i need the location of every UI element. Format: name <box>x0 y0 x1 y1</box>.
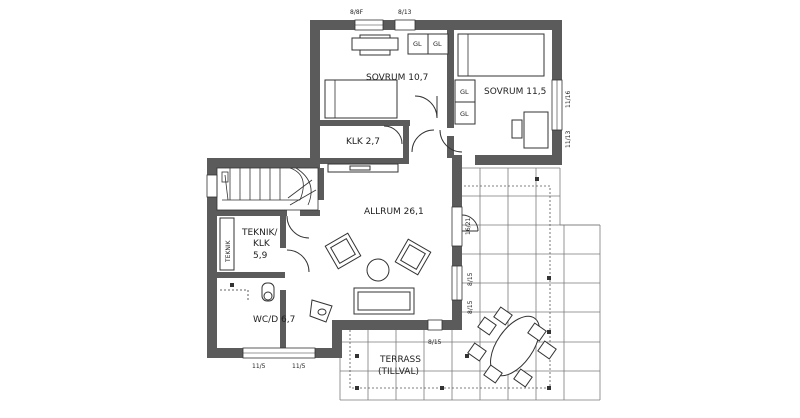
staircase <box>216 167 319 211</box>
closet-label-gl-2: GL <box>433 40 442 48</box>
sovrum-b-furniture <box>454 33 549 149</box>
window-code-bottom-1: 11/5 <box>252 363 266 370</box>
window-code-right-mid: 8/15 <box>467 272 474 286</box>
room-label-terrass-line2: (TILLVAL) <box>378 367 419 377</box>
allrum-furniture <box>324 232 432 315</box>
room-label-allrum: ALLRUM 26,1 <box>364 207 424 217</box>
sovrum-a-furniture <box>324 33 449 119</box>
room-label-terrass-line1: TERRASS <box>379 355 421 365</box>
window-code-right-1: 11/16 <box>565 91 572 108</box>
klk-bench <box>327 163 399 173</box>
window-code-bottom-2: 11/5 <box>292 363 306 370</box>
interior-walls <box>217 30 454 350</box>
room-label-klk-small: KLK 2,7 <box>346 137 380 147</box>
terrace-table-set <box>467 306 557 388</box>
room-label-teknik-line1: TEKNIK/ <box>241 228 278 238</box>
closet-label-gl-3: GL <box>460 88 469 96</box>
closet-label-gl-1: GL <box>413 40 422 48</box>
window-code-top-1: 8/8F <box>350 9 364 16</box>
window-code-right-2: 11/13 <box>565 131 572 148</box>
terrace-grid <box>339 167 601 401</box>
room-label-teknik-line3: 5,9 <box>253 251 268 261</box>
room-label-sovrum-a: SOVRUM 10,7 <box>366 73 428 83</box>
closet-label-gl-4: GL <box>460 110 469 118</box>
window-code-top-2: 8/13 <box>398 9 412 16</box>
door-code-bottom: 8/15 <box>428 339 442 346</box>
door-code-right: 16/21 <box>465 218 472 235</box>
room-label-teknik-line2: KLK <box>253 239 271 249</box>
room-label-teknik-vertical: TEKNIK <box>225 239 232 263</box>
terrace-markers <box>355 177 551 390</box>
door-swings <box>286 95 479 273</box>
windows <box>206 19 563 359</box>
window-code-right-low: 8/15 <box>467 300 474 314</box>
room-label-sovrum-b: SOVRUM 11,5 <box>484 87 546 97</box>
wc-fixtures <box>219 217 333 323</box>
room-label-wcd: WC/D 6,7 <box>253 315 295 325</box>
